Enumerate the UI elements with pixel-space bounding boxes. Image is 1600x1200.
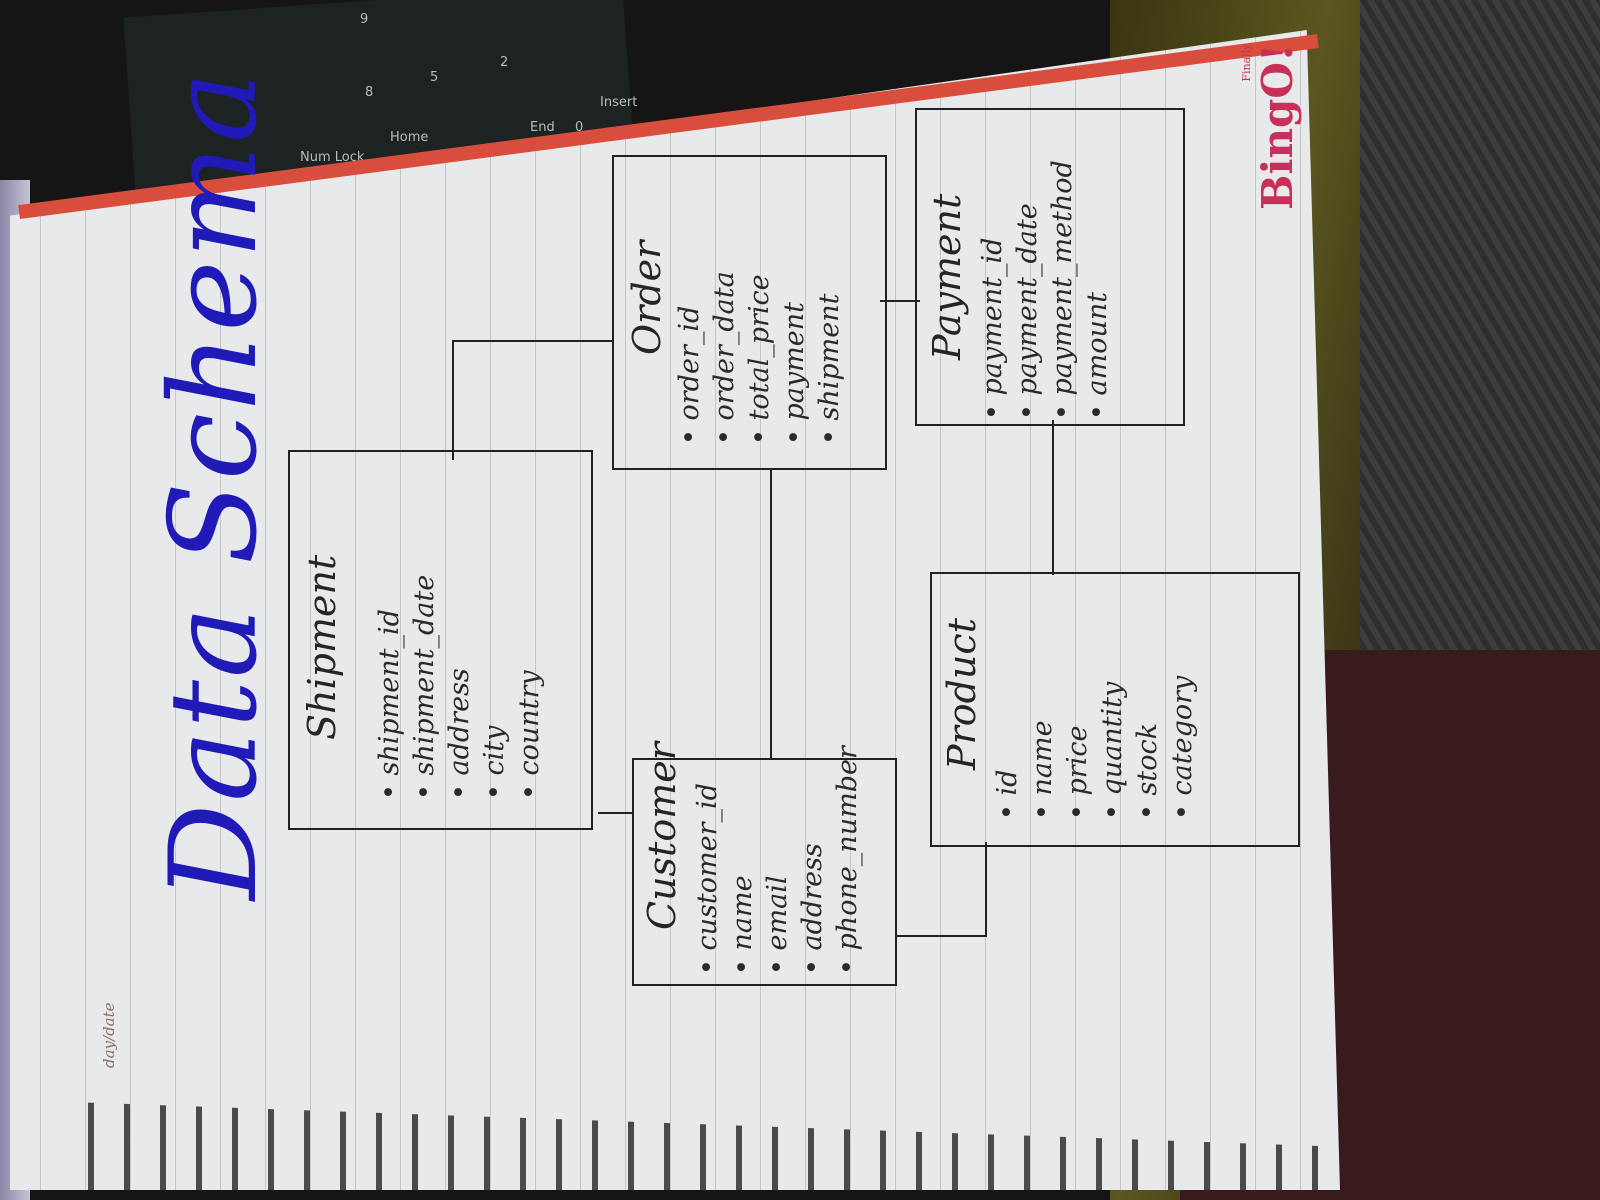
attribute-item: name bbox=[1025, 676, 1060, 820]
attribute-item: name bbox=[725, 746, 760, 975]
keyboard-key: 0 bbox=[575, 120, 584, 135]
relation-payment-product bbox=[1052, 420, 1054, 575]
brand-name: BingO! bbox=[1253, 43, 1302, 210]
attribute-item: payment bbox=[777, 271, 812, 445]
entity-shipment-box bbox=[288, 450, 593, 830]
entity-shipment-attributes: shipment_id shipment_date address city c… bbox=[372, 575, 547, 800]
attribute-item: shipment_date bbox=[407, 575, 442, 800]
attribute-item: price bbox=[1060, 676, 1095, 820]
attribute-item: customer_id bbox=[690, 746, 725, 975]
entity-product-title: Product bbox=[940, 618, 984, 770]
attribute-item: stock bbox=[1130, 676, 1165, 820]
entity-order-attributes: order_id order_data total_price payment … bbox=[672, 271, 847, 445]
attribute-item: city bbox=[477, 575, 512, 800]
attribute-item: payment_date bbox=[1010, 160, 1045, 420]
attribute-item: address bbox=[795, 746, 830, 975]
attribute-item: amount bbox=[1080, 160, 1115, 420]
brand-small-text: Finally bbox=[1240, 43, 1253, 82]
page-title: Data Schema bbox=[145, 69, 284, 900]
relation-shipment-order bbox=[452, 340, 454, 460]
attribute-item: country bbox=[512, 575, 547, 800]
attribute-item: order_id bbox=[672, 271, 707, 445]
attribute-item: address bbox=[442, 575, 477, 800]
relation-customer-product bbox=[895, 935, 985, 937]
entity-customer-title: Customer bbox=[640, 742, 684, 930]
relation-shipment-customer bbox=[598, 812, 634, 814]
entity-customer-attributes: customer_id name email address phone_num… bbox=[690, 746, 865, 975]
keyboard-key: End bbox=[530, 120, 555, 135]
keyboard-key: Home bbox=[390, 130, 429, 145]
attribute-item: phone_number bbox=[830, 746, 865, 975]
keyboard-key: Insert bbox=[600, 95, 638, 110]
relation-order-customer bbox=[770, 470, 772, 760]
attribute-item: payment_method bbox=[1045, 160, 1080, 420]
entity-order-title: Order bbox=[625, 240, 669, 355]
entity-product-attributes: id name price quantity stock category bbox=[990, 676, 1200, 820]
brand-logo: Finally BingO! bbox=[1240, 44, 1302, 210]
attribute-item: email bbox=[760, 746, 795, 975]
relation-shipment-order bbox=[452, 340, 612, 342]
attribute-item: order_data bbox=[707, 271, 742, 445]
attribute-item: shipment bbox=[812, 271, 847, 445]
attribute-item: payment_id bbox=[975, 160, 1010, 420]
attribute-item: category bbox=[1165, 676, 1200, 820]
keyboard-key: 2 bbox=[500, 55, 509, 70]
attribute-item: id bbox=[990, 676, 1025, 820]
relation-customer-product bbox=[985, 842, 987, 937]
entity-payment-box bbox=[915, 108, 1185, 426]
keyboard-key: 8 bbox=[365, 85, 374, 100]
entity-shipment-title: Shipment bbox=[300, 554, 344, 740]
day-date-label: day/date bbox=[100, 1002, 118, 1068]
notebook-page bbox=[10, 30, 1340, 1190]
entity-payment-attributes: payment_id payment_date payment_method a… bbox=[975, 160, 1115, 420]
entity-order-box bbox=[612, 155, 887, 470]
entity-payment-title: Payment bbox=[925, 193, 969, 360]
relation-order-payment bbox=[880, 300, 920, 302]
attribute-item: total_price bbox=[742, 271, 777, 445]
attribute-item: shipment_id bbox=[372, 575, 407, 800]
entity-product-box bbox=[930, 572, 1300, 847]
keyboard-key: 5 bbox=[430, 70, 439, 85]
attribute-item: quantity bbox=[1095, 676, 1130, 820]
keyboard-key: 9 bbox=[360, 12, 369, 27]
